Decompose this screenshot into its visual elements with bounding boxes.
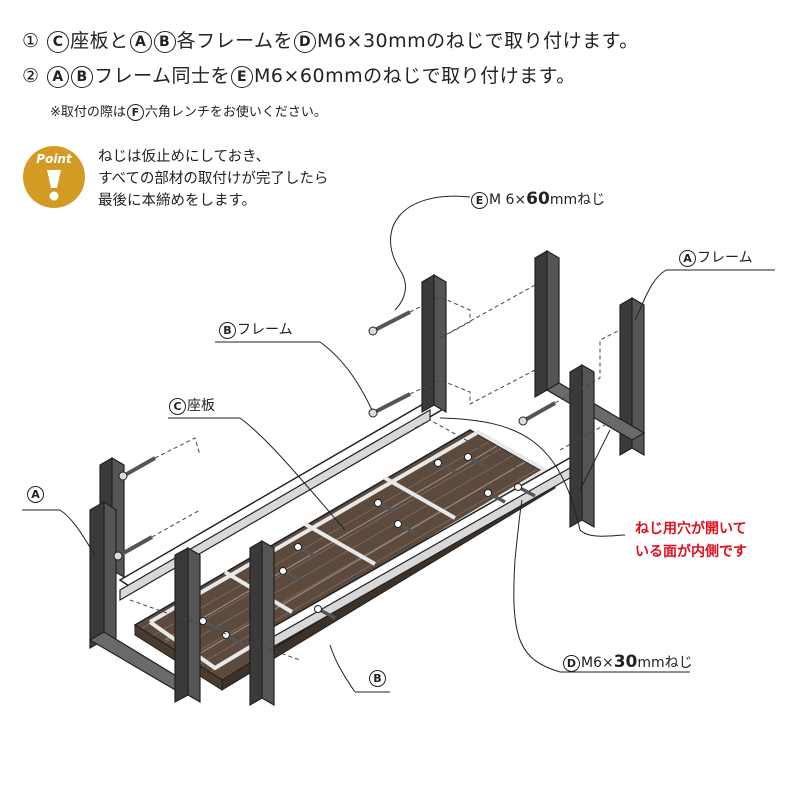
hole-note-line-2: いる面が内側です (635, 544, 747, 560)
alignment-guides (129, 284, 621, 661)
screw-e-suffix: mmねじ (549, 192, 606, 208)
screw-d-suffix: mmねじ (637, 655, 693, 671)
screws-d (199, 453, 536, 646)
point-line-2: すべての部材の取付けが完了したら (98, 171, 329, 187)
step-2-number: ② (22, 65, 40, 87)
step-1-text-b: 各フレームを (176, 30, 294, 52)
frame-b-top-text: フレーム (237, 322, 293, 338)
part-e-marker: E (471, 191, 488, 209)
point-badge: Point (23, 146, 85, 208)
point-badge-label: Point (36, 152, 72, 166)
part-a-marker: A (47, 65, 70, 88)
part-f-marker: F (126, 104, 144, 121)
point-line-1: ねじは仮止めにしておき、 (98, 149, 271, 165)
part-b-marker: B (71, 65, 94, 88)
frame-a-right-text: フレーム (697, 250, 753, 266)
step-2-text-a: フレーム同士を (94, 65, 231, 87)
right-a-frame-front (249, 363, 595, 707)
part-c-marker: C (47, 30, 70, 53)
part-d-marker: D (563, 654, 580, 672)
hole-note-line-1: ねじ用穴が開いて (635, 521, 747, 537)
step-1-text-c: M6×30mmのねじで取り付けます。 (317, 30, 639, 52)
exclamation-icon (47, 170, 61, 201)
tool-note-text-b: 六角レンチをお使いください。 (144, 105, 327, 120)
part-a-marker: A (129, 30, 152, 53)
label-hole-note: ねじ用穴が開いて いる面が内側です (635, 518, 747, 564)
step-1-text-a: 座板と (70, 30, 129, 52)
part-b-marker: B (369, 670, 386, 687)
screw-e-size: 60 (526, 189, 550, 209)
point-line-3: 最後に本締めをします。 (98, 193, 257, 209)
screws-e (113, 310, 556, 561)
part-c-marker: C (169, 397, 186, 415)
right-a-frame-top (421, 249, 646, 457)
screw-d-prefix: M6× (581, 655, 614, 671)
left-a-frame (88, 456, 201, 704)
screw-d-size: 30 (613, 652, 638, 672)
point-text: ねじは仮止めにしておき、 すべての部材の取付けが完了したら 最後に本締めをします… (98, 146, 328, 212)
part-a-marker: A (679, 249, 696, 267)
screw-e-prefix: M 6× (489, 192, 527, 208)
leader-lines (22, 195, 775, 693)
part-b-marker: B (153, 30, 176, 53)
label-frame-b-bottom: B (368, 670, 387, 687)
step-2-text-b: M6×60mmのねじで取り付けます。 (254, 65, 576, 87)
seat-c-text: 座板 (187, 398, 215, 414)
part-b-marker: B (219, 321, 236, 339)
part-e-marker: E (231, 65, 254, 88)
label-frame-a-left: A (26, 486, 45, 503)
part-d-marker: D (294, 30, 317, 53)
tool-note-text-a: ※取付の際は (50, 105, 126, 120)
step-1-number: ① (22, 30, 40, 52)
part-a-marker: A (27, 486, 44, 503)
